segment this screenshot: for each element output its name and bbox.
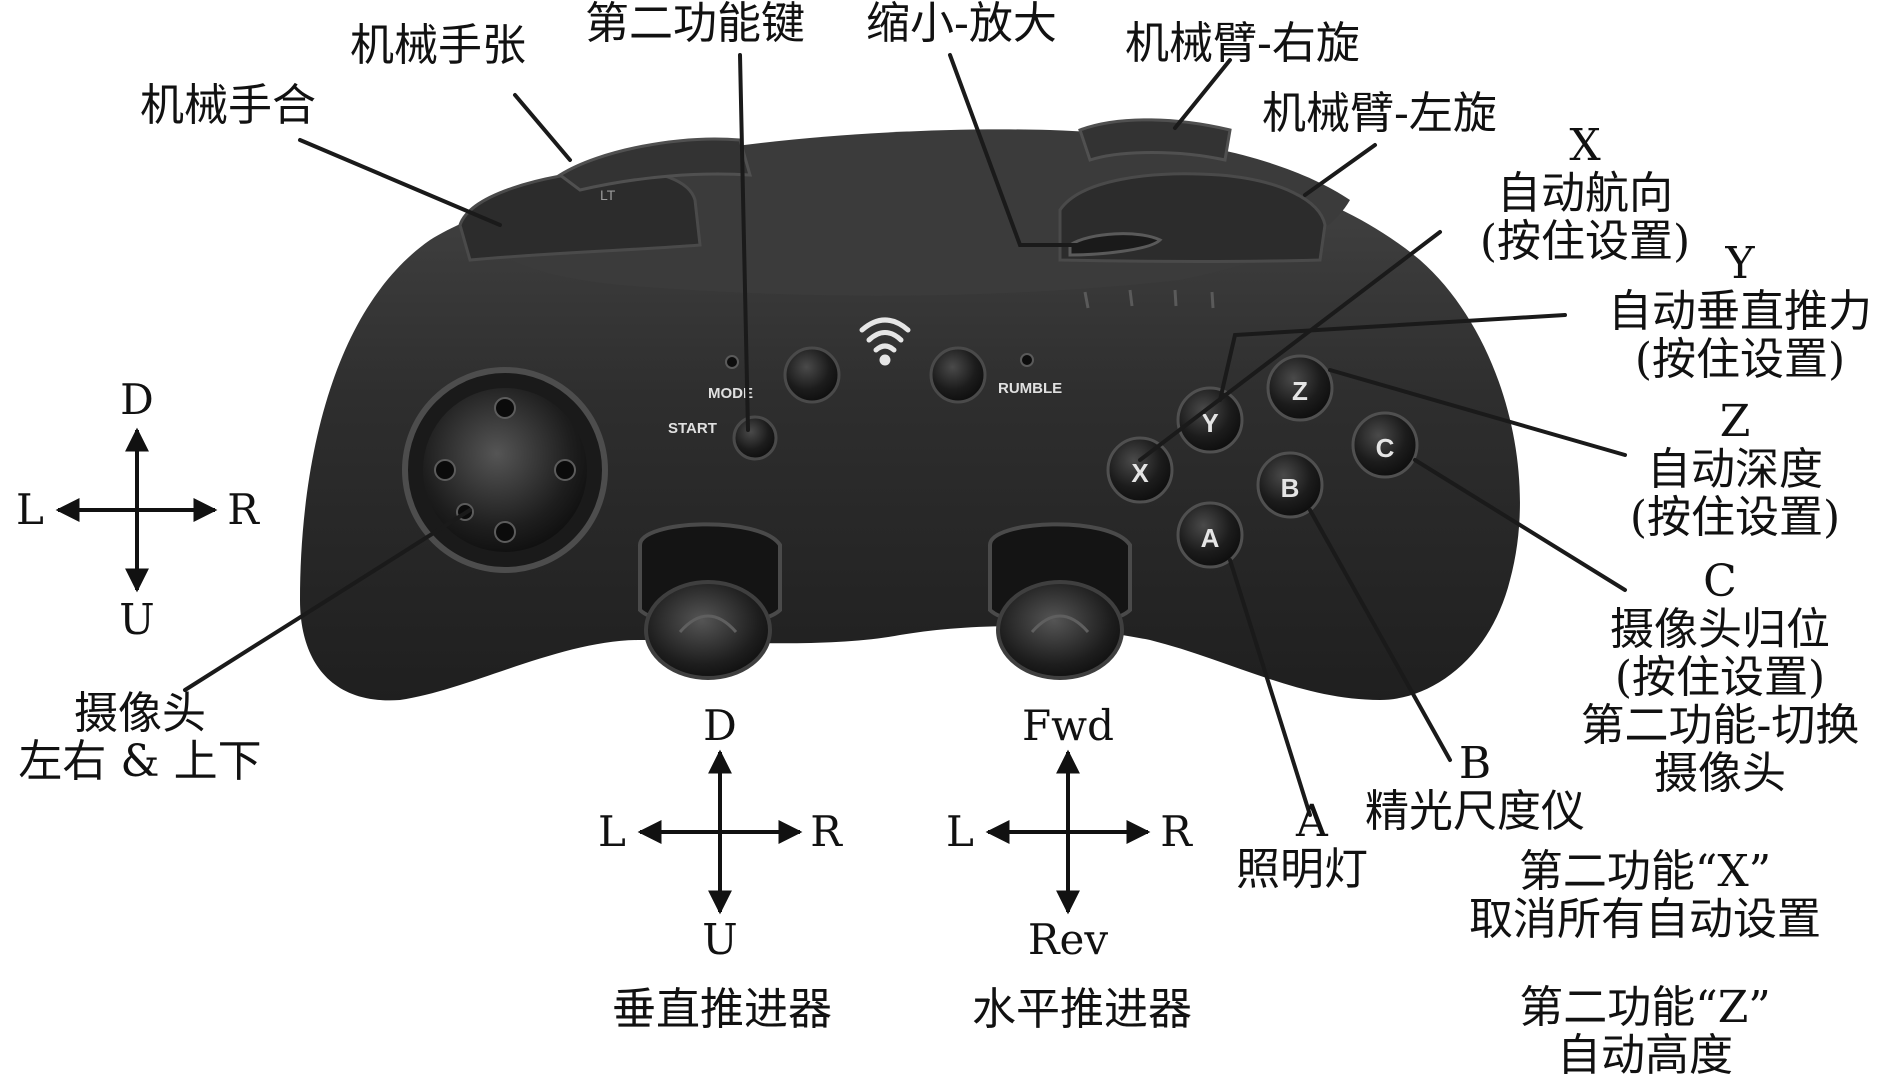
label-camera-line2: 左右 & 上下 (18, 738, 261, 786)
label-gripper-close: 机械手合 (140, 82, 316, 130)
svg-text:X: X (1131, 458, 1149, 488)
camera-dir-right: R (227, 488, 259, 532)
camera-dir-down: U (119, 598, 154, 642)
horizontal-dir-up: Fwd (1022, 704, 1114, 748)
vertical-dir-down: U (702, 918, 737, 962)
vertical-dir-up: D (703, 704, 737, 748)
label-a-line1: 照明灯 (1236, 846, 1368, 894)
label-b-line1: 精光尺度仪 (1365, 788, 1585, 836)
right-thumbstick[interactable] (998, 582, 1122, 678)
face-button-x[interactable]: X (1108, 438, 1172, 502)
label-z-key: Z (1630, 398, 1840, 446)
label-y-key: Y (1608, 240, 1872, 288)
label-camera-line1: 摄像头 (18, 690, 261, 738)
label-second-z-line1: 第二功能“Z” (1519, 984, 1771, 1032)
label-second-x-line2: 取消所有自动设置 (1469, 896, 1821, 944)
label-z-line1: 自动深度 (1630, 446, 1840, 494)
label-arm-left: 机械臂-左旋 (1262, 90, 1497, 138)
label-second-x-block: 第二功能“X” 取消所有自动设置 (1469, 848, 1821, 944)
label-vertical-thruster: 垂直推进器 (612, 986, 832, 1034)
label-y-block: Y 自动垂直推力 (按住设置) (1608, 240, 1872, 384)
svg-text:Z: Z (1292, 376, 1308, 406)
left-thumbstick[interactable] (646, 582, 770, 678)
mode-button[interactable] (785, 348, 839, 402)
label-zoom: 缩小-放大 (866, 0, 1057, 48)
label-z-block: Z 自动深度 (按住设置) (1630, 398, 1840, 542)
controller: LT MODE START (300, 120, 1520, 701)
start-button[interactable] (734, 417, 776, 459)
camera-dir-up: D (120, 378, 154, 422)
label-camera-block: 摄像头 左右 & 上下 (18, 690, 261, 786)
label-y-line1: 自动垂直推力 (1608, 288, 1872, 336)
label-z-line2: (按住设置) (1630, 494, 1840, 542)
label-c-key: C (1581, 558, 1860, 606)
face-button-z[interactable]: Z (1268, 356, 1332, 420)
leader-gripper-close (300, 140, 500, 225)
label-x-line1: 自动航向 (1480, 170, 1690, 218)
label-second-z-line2: 自动高度 (1519, 1032, 1771, 1080)
face-button-c[interactable]: C (1353, 413, 1417, 477)
lt-label: LT (600, 187, 616, 203)
vertical-dir-right: R (810, 810, 842, 854)
leader-arm-left (1305, 145, 1375, 195)
label-c-line1: 摄像头归位 (1581, 606, 1860, 654)
label-gripper-open: 机械手张 (350, 22, 526, 70)
label-a-key: A (1236, 798, 1368, 846)
label-c-line2: (按住设置) (1581, 654, 1860, 702)
leader-gripper-open (515, 95, 570, 160)
horizontal-dir-down: Rev (1028, 918, 1108, 962)
svg-text:C: C (1376, 433, 1395, 463)
start-label: START (668, 420, 717, 437)
label-b-key: B (1365, 740, 1585, 788)
rumble-button[interactable] (931, 348, 985, 402)
label-c-block: C 摄像头归位 (按住设置) 第二功能-切换 摄像头 (1581, 558, 1860, 798)
leader-arm-right (1175, 60, 1230, 128)
right-bumper[interactable] (1080, 120, 1230, 160)
label-arm-right: 机械臂-右旋 (1125, 20, 1360, 68)
label-x-key: X (1480, 122, 1690, 170)
rumble-label: RUMBLE (998, 380, 1062, 397)
label-a-block: A 照明灯 (1236, 798, 1368, 894)
face-button-y[interactable]: Y (1178, 388, 1242, 452)
label-y-line2: (按住设置) (1608, 336, 1872, 384)
mode-led (726, 356, 738, 368)
label-second-x-line1: 第二功能“X” (1469, 848, 1821, 896)
label-second-z-block: 第二功能“Z” 自动高度 (1519, 984, 1771, 1080)
horizontal-dir-left: L (946, 810, 974, 854)
svg-text:B: B (1281, 473, 1300, 503)
label-c-line3: 第二功能-切换 (1581, 702, 1860, 750)
label-horizontal-thruster: 水平推进器 (972, 986, 1192, 1034)
svg-text:A: A (1201, 523, 1220, 553)
label-second-function: 第二功能键 (585, 0, 805, 48)
vertical-dir-left: L (598, 810, 626, 854)
horizontal-dir-right: R (1160, 810, 1192, 854)
camera-dir-left: L (16, 488, 44, 532)
label-c-line4: 摄像头 (1581, 750, 1860, 798)
label-b-block: B 精光尺度仪 (1365, 740, 1585, 836)
face-button-a[interactable]: A (1178, 503, 1242, 567)
face-button-b[interactable]: B (1258, 453, 1322, 517)
rumble-led (1021, 354, 1033, 366)
